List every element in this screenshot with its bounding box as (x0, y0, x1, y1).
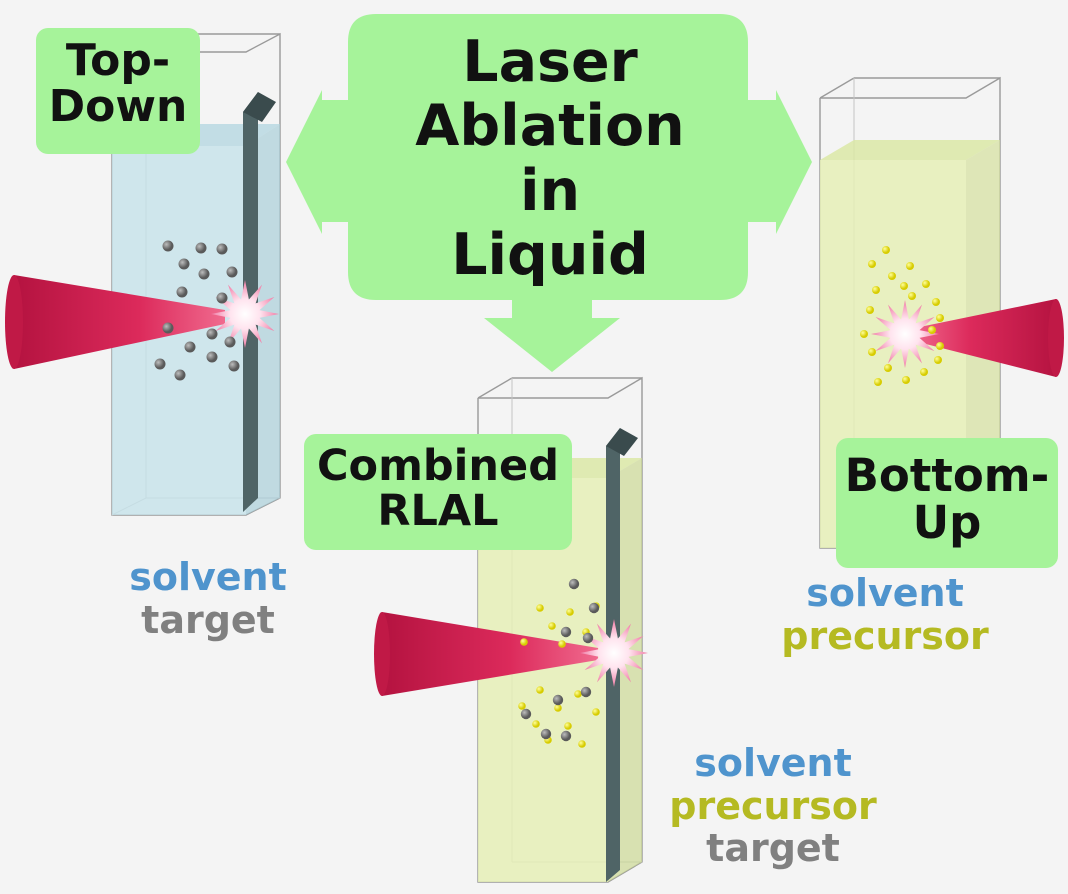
bottom-up-label: Bottom- Up (836, 438, 1058, 568)
precursor-nanoparticle-icon (532, 720, 540, 728)
main-title-line-3: Liquid (451, 222, 649, 289)
precursor-nanoparticle-icon (868, 348, 876, 356)
target-nanoparticle-icon (162, 322, 174, 334)
legend-solvent: solvent (694, 741, 852, 785)
precursor-nanoparticle-icon (558, 640, 566, 648)
precursor-nanoparticle-icon (934, 356, 942, 364)
precursor-nanoparticle-icon (860, 330, 868, 338)
precursor-nanoparticle-icon (872, 286, 880, 294)
ablation-flash-icon (211, 280, 279, 348)
combined-liquid (478, 478, 608, 882)
target-nanoparticle-icon (174, 369, 186, 381)
bottom-up-legend: solvent precursor (772, 572, 998, 657)
laser-beam-bottom-up (910, 299, 1064, 377)
combined-label: Combined RLAL (304, 434, 572, 550)
precursor-nanoparticle-icon (936, 314, 944, 322)
main-title-line-2: Ablation in (415, 93, 685, 224)
precursor-nanoparticle-icon (902, 376, 910, 384)
precursor-nanoparticle-icon (566, 608, 574, 616)
target-nanoparticle-icon (582, 632, 594, 644)
precursor-nanoparticle-icon (882, 246, 890, 254)
precursor-nanoparticle-icon (932, 298, 940, 306)
target-nanoparticle-icon (540, 728, 552, 740)
precursor-nanoparticle-icon (906, 262, 914, 270)
target-nanoparticle-icon (178, 258, 190, 270)
target-nanoparticle-icon (216, 243, 228, 255)
precursor-nanoparticle-icon (520, 638, 528, 646)
target-nanoparticle-icon (154, 358, 166, 370)
target-nanoparticle-icon (224, 336, 236, 348)
combined-label-line-2: RLAL (377, 486, 499, 537)
target-nanoparticle-icon (226, 266, 238, 278)
precursor-nanoparticle-icon (866, 306, 874, 314)
target-nanoparticle-icon (184, 341, 196, 353)
target-nanoparticle-icon (580, 686, 592, 698)
ablation-flash-icon (580, 619, 648, 687)
target-nanoparticle-icon (195, 242, 207, 254)
target-nanoparticle-icon (560, 626, 572, 638)
legend-target: target (706, 826, 840, 871)
top-down-legend: solvent target (118, 556, 298, 641)
main-title-line-1: Laser (462, 29, 638, 95)
precursor-nanoparticle-icon (536, 604, 544, 612)
target-nanoparticle-icon (206, 351, 218, 363)
top-down-label: Top- Down (36, 28, 200, 154)
precursor-nanoparticle-icon (922, 280, 930, 288)
legend-precursor: precursor (669, 783, 877, 828)
center-callout (286, 14, 812, 372)
target-nanoparticle-icon (216, 292, 228, 304)
legend-precursor: precursor (781, 613, 989, 658)
precursor-nanoparticle-icon (518, 702, 526, 710)
precursor-nanoparticle-icon (592, 708, 600, 716)
precursor-nanoparticle-icon (900, 282, 908, 290)
precursor-nanoparticle-icon (548, 622, 556, 630)
target-nanoparticle-icon (588, 602, 600, 614)
target-nanoparticle-icon (176, 286, 188, 298)
top-down-label-line-1: Top- (65, 35, 171, 86)
combined-label-line-1: Combined (317, 441, 559, 491)
target-nanoparticle-icon (568, 578, 580, 590)
target-nanoparticle-icon (228, 360, 240, 372)
precursor-nanoparticle-icon (936, 342, 944, 350)
precursor-nanoparticle-icon (920, 368, 928, 376)
target-nanoparticle-icon (520, 708, 532, 720)
legend-solvent: solvent (806, 571, 964, 615)
precursor-nanoparticle-icon (536, 686, 544, 694)
precursor-nanoparticle-icon (578, 740, 586, 748)
precursor-nanoparticle-icon (928, 326, 936, 334)
top-down-label-line-2: Down (48, 81, 188, 133)
legend-target: target (141, 597, 275, 642)
precursor-nanoparticle-icon (884, 364, 892, 372)
main-title: Laser Ablation in Liquid (380, 30, 720, 288)
ablation-flash-icon (871, 300, 939, 368)
precursor-nanoparticle-icon (564, 722, 572, 730)
laser-beam-combined (374, 612, 598, 696)
precursor-nanoparticle-icon (908, 292, 916, 300)
laser-beam-top-down (5, 275, 225, 369)
legend-solvent: solvent (129, 555, 287, 599)
precursor-nanoparticle-icon (868, 260, 876, 268)
target-nanoparticle-icon (552, 694, 564, 706)
target-nanoparticle-icon (162, 240, 174, 252)
combined-legend: solvent precursor target (664, 742, 882, 870)
target-nanoparticle-icon (198, 268, 210, 280)
bottom-up-label-line-1: Bottom- (844, 449, 1050, 502)
precursor-nanoparticle-icon (874, 378, 882, 386)
precursor-nanoparticle-icon (554, 704, 562, 712)
precursor-nanoparticle-icon (888, 272, 896, 280)
target-nanoparticle-icon (560, 730, 572, 742)
precursor-nanoparticle-icon (574, 690, 582, 698)
target-nanoparticle-icon (206, 328, 218, 340)
bottom-up-label-line-2: Up (912, 496, 982, 550)
